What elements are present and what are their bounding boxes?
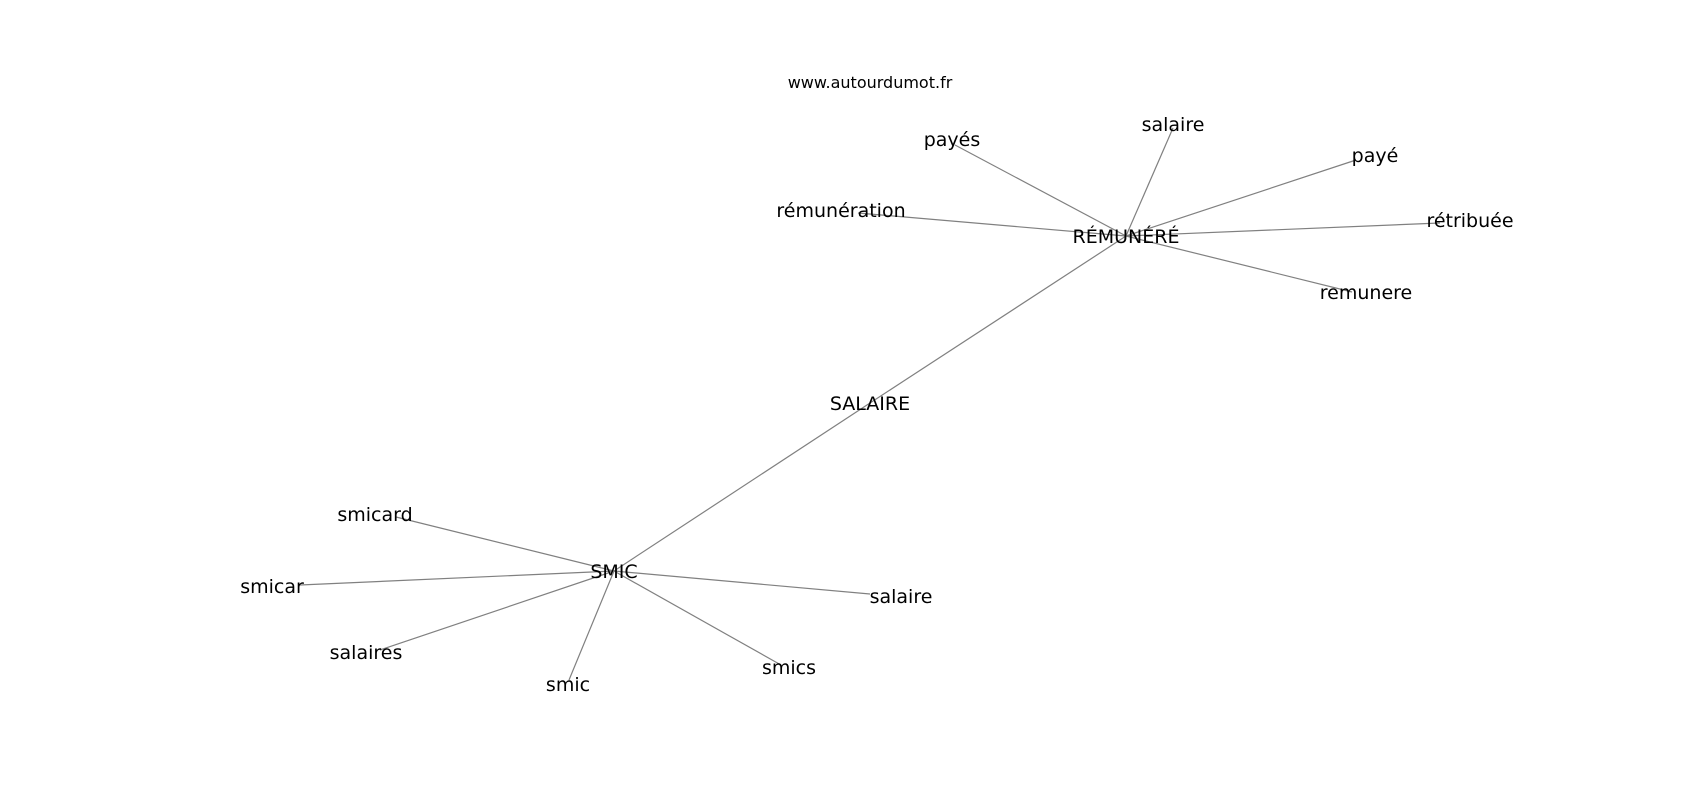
edge-salaire-center-remunere-hub <box>869 235 1127 404</box>
node-salaires[interactable]: salaires <box>330 642 403 664</box>
label-layer: SALAIRE RÉMUNÉRÉ SMIC payés salaire payé rémun… <box>240 114 1513 696</box>
source-url: www.autourdumot.fr <box>788 73 953 92</box>
edge-remunere-hub-retribuee <box>1125 222 1441 237</box>
node-salaire-center[interactable]: SALAIRE <box>830 393 910 415</box>
node-payes[interactable]: payés <box>924 129 981 151</box>
node-smics[interactable]: smics <box>762 657 816 679</box>
node-salaire-top[interactable]: salaire <box>1142 114 1205 136</box>
node-retribuee[interactable]: rétribuée <box>1426 210 1513 232</box>
edge-smic-hub-smicard <box>395 516 615 572</box>
edge-remunere-hub-payes <box>954 144 1127 237</box>
node-smic-hub[interactable]: SMIC <box>590 561 637 583</box>
node-paye[interactable]: payé <box>1352 145 1399 167</box>
node-remuneration[interactable]: rémunération <box>776 200 905 222</box>
edge-layer <box>299 127 1441 681</box>
node-salaire-bottom[interactable]: salaire <box>870 586 933 608</box>
edge-remunere-hub-remuneration <box>857 212 1127 237</box>
edge-smic-hub-smic <box>568 570 615 681</box>
node-smic[interactable]: smic <box>546 674 590 696</box>
edge-smic-hub-salaire-bottom <box>613 570 871 595</box>
edge-remunere-hub-paye <box>1125 159 1357 237</box>
edge-smic-hub-smics <box>613 570 782 666</box>
node-remunere-hub[interactable]: RÉMUNÉRÉ <box>1073 225 1180 248</box>
node-smicard[interactable]: smicard <box>337 504 412 526</box>
node-smicar[interactable]: smicar <box>240 576 304 598</box>
edge-smic-hub-salaires <box>379 570 615 651</box>
edge-remunere-hub-remunere-lower <box>1125 235 1353 293</box>
node-remunere-lower[interactable]: remunere <box>1320 282 1412 304</box>
edge-smic-hub-smicar <box>299 570 615 586</box>
edge-remunere-hub-salaire-top <box>1125 127 1174 237</box>
edge-salaire-center-smic-hub <box>613 402 871 572</box>
